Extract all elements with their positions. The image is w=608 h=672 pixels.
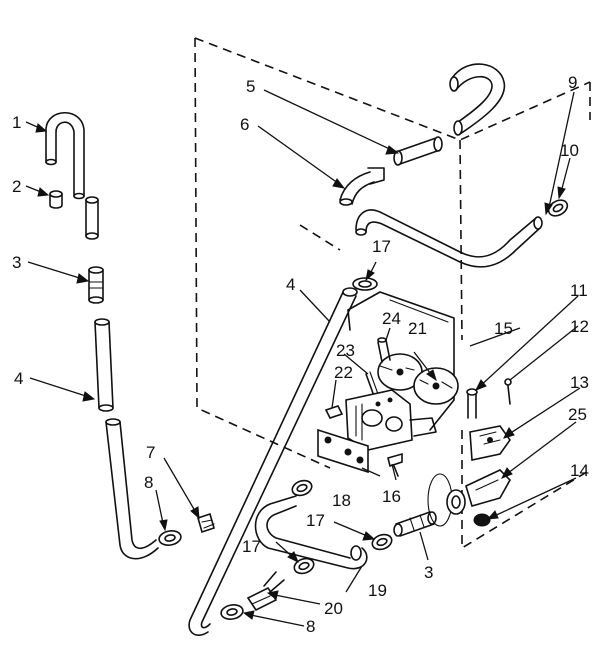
short-hose-5[interactable] xyxy=(393,136,443,166)
callout-25: 25 xyxy=(568,405,587,424)
u-hose-19[interactable] xyxy=(254,495,368,570)
callout-17b: 17 xyxy=(306,511,325,530)
screw-16[interactable] xyxy=(387,452,403,477)
hose-j-bend[interactable] xyxy=(45,111,85,200)
callout-13: 13 xyxy=(570,373,589,392)
callout-16: 16 xyxy=(382,487,401,506)
clamp-8-left[interactable] xyxy=(158,529,182,547)
callout-10: 10 xyxy=(560,141,579,160)
leader-lines xyxy=(25,89,581,627)
callout-21: 21 xyxy=(408,319,427,338)
connector-left[interactable] xyxy=(88,266,104,304)
short-hose-left[interactable] xyxy=(85,196,99,240)
water-valve[interactable] xyxy=(345,389,437,451)
callout-14: 14 xyxy=(570,461,589,480)
nut-22[interactable] xyxy=(324,405,344,419)
cabinet-outline xyxy=(194,37,591,550)
callout-19: 19 xyxy=(368,581,387,600)
screw-11[interactable] xyxy=(466,388,478,419)
mounting-bracket xyxy=(347,291,455,431)
hose-long-9[interactable] xyxy=(355,209,543,268)
hose-top-curve[interactable] xyxy=(449,63,506,136)
grommet-14[interactable] xyxy=(473,513,491,527)
nozzle-20[interactable] xyxy=(246,571,285,612)
callout-23: 23 xyxy=(336,341,355,360)
clamp-8-bottom[interactable] xyxy=(220,603,244,621)
callout-18: 18 xyxy=(332,491,351,510)
callout-8b: 8 xyxy=(306,617,315,636)
hose-cap[interactable] xyxy=(49,190,63,209)
callout-3b: 3 xyxy=(424,563,433,582)
clamp-17-bottom[interactable] xyxy=(292,556,316,576)
callout-20: 20 xyxy=(324,599,343,618)
callout-24: 24 xyxy=(382,309,401,328)
callout-15: 15 xyxy=(494,319,513,338)
clamp-17-top[interactable] xyxy=(352,277,378,291)
connector-right[interactable] xyxy=(393,511,437,537)
fitting-7[interactable] xyxy=(197,512,215,534)
callout-12: 12 xyxy=(570,317,589,336)
callout-5: 5 xyxy=(246,77,255,96)
clamp-17-mid[interactable] xyxy=(290,478,314,498)
callout-2: 2 xyxy=(12,177,21,196)
callout-3: 3 xyxy=(12,253,21,272)
valve-coils-21[interactable] xyxy=(377,353,459,405)
callout-9: 9 xyxy=(568,73,577,92)
pressure-switch-13[interactable] xyxy=(469,425,511,461)
callout-17c: 17 xyxy=(242,537,261,556)
long-hose-diagonal[interactable] xyxy=(188,287,358,636)
callout-22: 22 xyxy=(334,363,353,382)
lower-hose-left[interactable] xyxy=(105,418,159,560)
bracket-25[interactable] xyxy=(465,469,511,507)
drain-opening xyxy=(427,473,466,527)
callout-4b: 4 xyxy=(286,275,295,294)
callout-11: 11 xyxy=(570,281,588,300)
elbow-connector[interactable] xyxy=(339,167,385,206)
straight-hose-left[interactable] xyxy=(94,318,114,412)
callout-labels: 1 2 3 4 5 6 4 7 8 9 10 11 12 13 14 15 16… xyxy=(12,73,589,636)
mounting-plate-18[interactable] xyxy=(317,428,369,474)
screw-12[interactable] xyxy=(504,378,512,405)
callout-17a: 17 xyxy=(372,237,391,256)
callout-8: 8 xyxy=(144,473,153,492)
callout-6: 6 xyxy=(240,115,249,134)
clamp-10[interactable] xyxy=(546,197,570,219)
callout-4: 4 xyxy=(14,369,23,388)
clamp-17-low[interactable] xyxy=(370,532,394,552)
callout-1: 1 xyxy=(12,113,21,132)
callout-7: 7 xyxy=(146,443,155,462)
